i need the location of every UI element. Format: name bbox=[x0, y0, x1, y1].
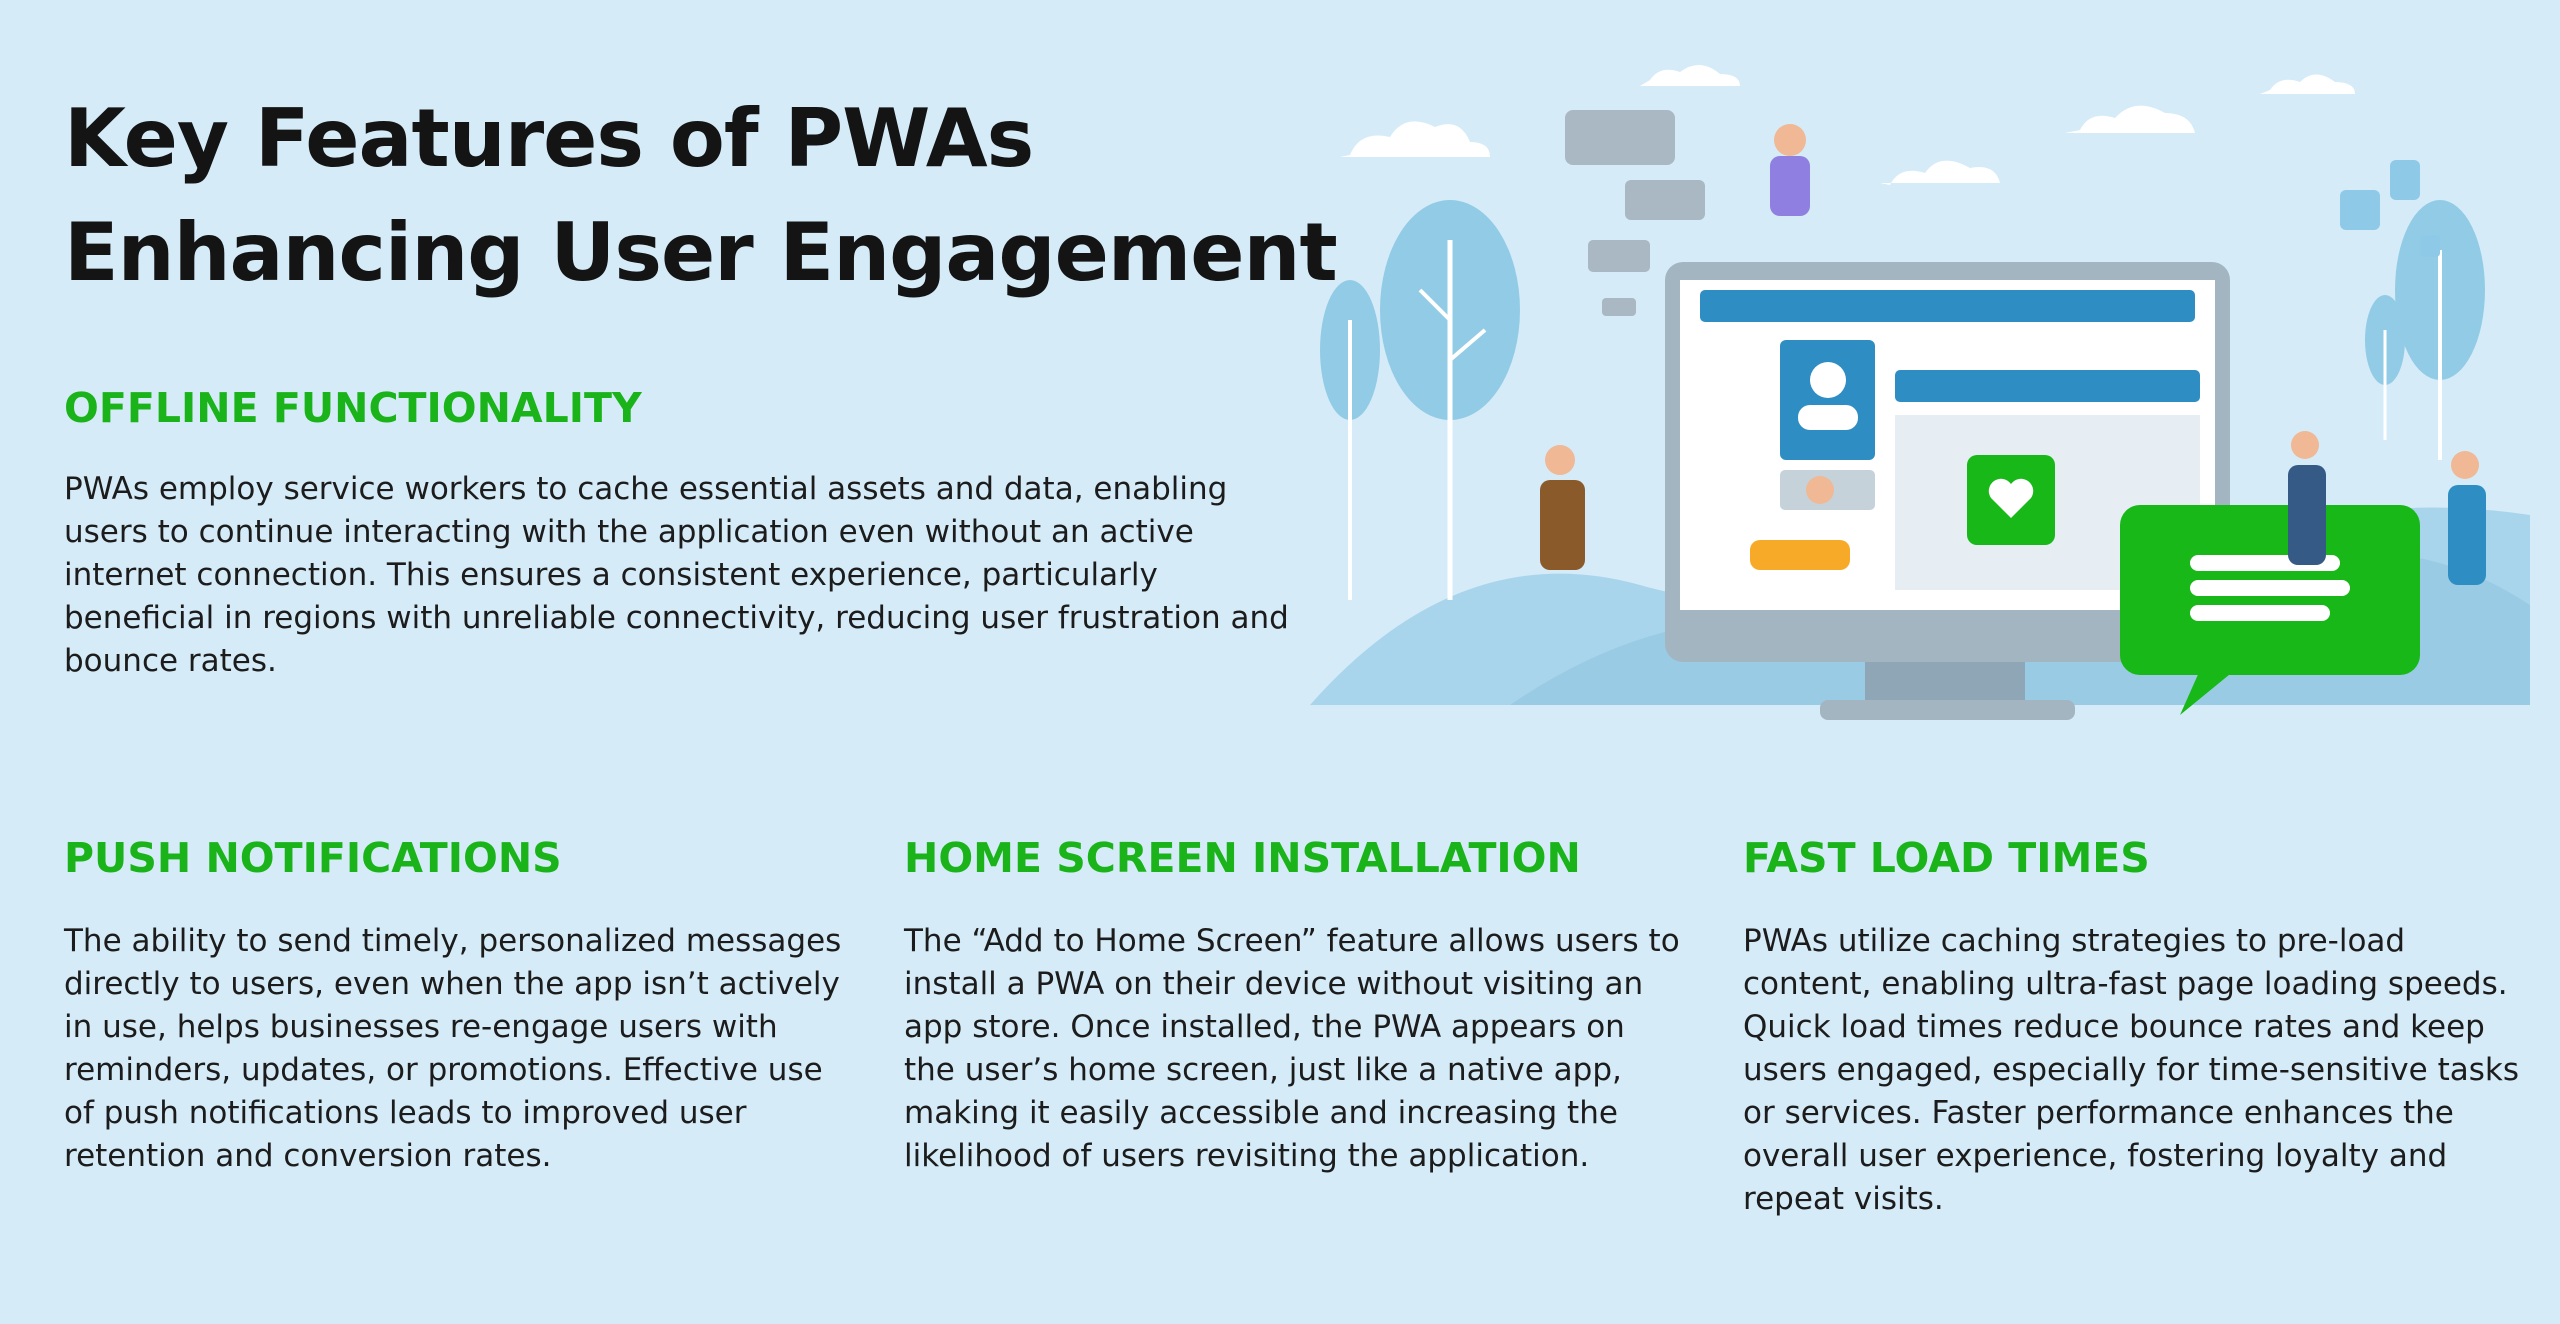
user-profile-icon bbox=[1780, 340, 1875, 460]
push-heading: PUSH NOTIFICATIONS bbox=[64, 834, 562, 882]
heart-icon bbox=[1967, 455, 2055, 545]
cloud-icon bbox=[1340, 64, 2355, 185]
fast-body: PWAs utilize caching strategies to pre-l… bbox=[1743, 923, 2519, 1217]
fast-heading: FAST LOAD TIMES bbox=[1743, 834, 2150, 882]
offline-body: PWAs employ service workers to cache ess… bbox=[64, 471, 1289, 679]
push-body: The ability to send timely, personalized… bbox=[64, 923, 842, 1174]
hero-illustration bbox=[1310, 64, 2530, 720]
home-body: The “Add to Home Screen” feature allows … bbox=[904, 923, 1680, 1174]
title-line-1: Key Features of PWAs bbox=[64, 92, 1034, 185]
tree-icon bbox=[1320, 200, 2485, 600]
page-title: Key Features of PWAs Enhancing User Enga… bbox=[64, 82, 1364, 310]
chat-bubble-icon bbox=[1565, 110, 1705, 316]
title-line-2: Enhancing User Engagement bbox=[64, 206, 1338, 299]
home-heading: HOME SCREEN INSTALLATION bbox=[904, 834, 1581, 882]
thumbs-up-icon bbox=[2340, 160, 2440, 257]
offline-heading: OFFLINE FUNCTIONALITY bbox=[64, 384, 642, 432]
quote-icon bbox=[2120, 505, 2420, 715]
people bbox=[1540, 124, 2486, 585]
